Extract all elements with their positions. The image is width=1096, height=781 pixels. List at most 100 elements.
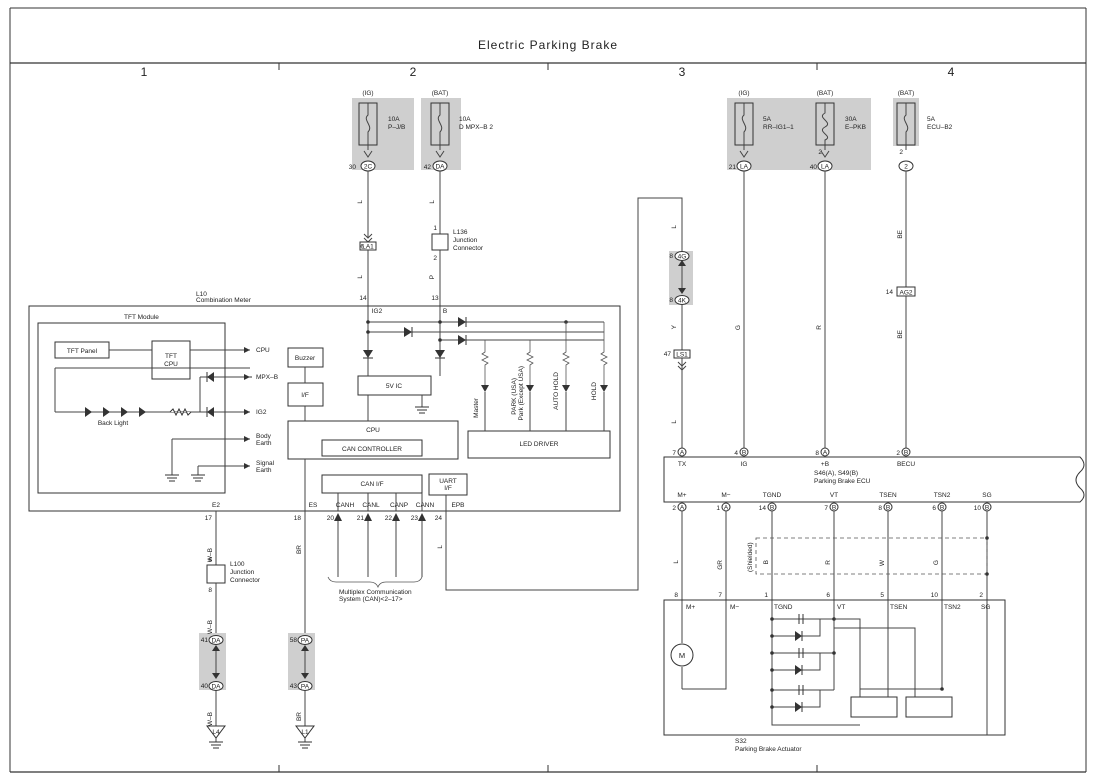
bat-wire	[431, 171, 449, 306]
svg-text:8: 8	[674, 592, 678, 599]
svg-text:10: 10	[974, 505, 982, 512]
meter-pin-canp: CANP	[390, 502, 408, 509]
led-hold-label: HOLD	[591, 382, 598, 400]
buzzer-block: Buzzer	[295, 355, 316, 362]
meter-code: L10	[196, 291, 207, 298]
wire-color: BR	[296, 712, 303, 721]
svg-text:(IG): (IG)	[362, 90, 373, 97]
es-ground-wire	[288, 511, 315, 749]
ecu-bottom-pins	[677, 502, 992, 512]
wire-color: BE	[897, 329, 904, 338]
frame	[9, 7, 1087, 773]
svg-text:System (CAN)<2–17>: System (CAN)<2–17>	[339, 596, 403, 603]
svg-text:DA: DA	[435, 164, 445, 171]
wire-color: W–B	[207, 620, 214, 634]
svg-text:Earth: Earth	[256, 440, 272, 447]
svg-text:43: 43	[290, 683, 298, 690]
fuse-e-pkb: (BAT) 30A E–PKB 2 40	[810, 90, 866, 171]
svg-text:A: A	[724, 505, 729, 512]
wire-color: R	[816, 325, 823, 330]
svg-text:14: 14	[759, 505, 767, 512]
meter-pin-22: 22	[385, 515, 393, 522]
svg-text:CPU: CPU	[164, 361, 178, 368]
uart-if-block: UART	[439, 478, 457, 485]
column-label: 1	[141, 65, 148, 79]
svg-text:(BAT): (BAT)	[432, 90, 449, 97]
meter-pin-20: 20	[327, 515, 335, 522]
wire-color: P	[429, 275, 436, 279]
svg-text:7: 7	[718, 592, 722, 599]
svg-text:A: A	[680, 505, 685, 512]
wire-color: L	[673, 560, 680, 564]
svg-text:6: 6	[826, 592, 830, 599]
actuator-desc: Parking Brake Actuator	[735, 746, 802, 753]
svg-text:40: 40	[201, 683, 209, 690]
meter-pin-ig2: IG2	[372, 308, 383, 315]
svg-text:A: A	[823, 450, 828, 457]
wire-color: R	[825, 560, 832, 565]
wire-color: L	[671, 420, 678, 424]
connector-ls1: LS1	[676, 352, 688, 359]
can-if-block: CAN I/F	[360, 481, 383, 488]
body-earth: Body	[256, 433, 272, 440]
svg-text:B: B	[770, 505, 774, 512]
connector-pin: 6	[360, 244, 364, 251]
connector-pa: PA	[301, 638, 310, 645]
connector-4k: 4K	[678, 298, 687, 305]
meter-pin-21: 21	[357, 515, 365, 522]
svg-text:ECU–B2: ECU–B2	[927, 124, 953, 131]
ecu-pin-becu: BECU	[897, 461, 915, 468]
svg-text:21: 21	[729, 164, 737, 171]
wire-color: L	[429, 200, 436, 204]
tft-cpu-label: TFT	[165, 353, 177, 360]
meter-pin-17: 17	[205, 515, 213, 522]
wire-color: GR	[717, 560, 724, 570]
signal-ig2: IG2	[256, 409, 267, 416]
tft-module-label: TFT Module	[124, 314, 159, 321]
led-master-label: Master	[473, 397, 480, 418]
ecu-pin-b: +B	[821, 461, 829, 468]
svg-text:5A: 5A	[763, 116, 772, 123]
wire-color: G	[933, 560, 940, 565]
svg-text:7: 7	[672, 450, 676, 457]
svg-text:58: 58	[290, 637, 298, 644]
svg-text:42: 42	[424, 164, 432, 171]
svg-text:B: B	[742, 450, 746, 457]
svg-text:6: 6	[932, 505, 936, 512]
act-pin-tgnd: TGND	[774, 604, 793, 611]
parking-brake-ecu	[663, 456, 1085, 503]
svg-text:4: 4	[734, 450, 738, 457]
connector-4g: 4G	[678, 254, 687, 261]
connector-da: DA	[211, 638, 221, 645]
svg-text:Park (Except USA): Park (Except USA)	[518, 366, 525, 421]
meter-pin-canl: CANL	[362, 502, 380, 509]
fuse-connectors: 2C DA LA LA 2	[360, 150, 914, 172]
column-label: 3	[679, 65, 686, 79]
svg-text:7: 7	[824, 505, 828, 512]
connector-la1: LA1	[362, 244, 374, 251]
fuse-p-jb: (IG) 10A P–J/B 30	[349, 90, 414, 171]
svg-text:10: 10	[931, 592, 939, 599]
meter-pin-canh: CANH	[336, 502, 355, 509]
svg-text:30A: 30A	[845, 116, 857, 123]
meter-pin-24: 24	[435, 515, 443, 522]
svg-text:(IG): (IG)	[738, 90, 749, 97]
actuator-code: S32	[735, 738, 747, 745]
connector-pa: PA	[301, 684, 310, 691]
wire-color: L	[671, 225, 678, 229]
combination-meter	[28, 305, 621, 512]
junction-l100: L100	[230, 561, 245, 568]
svg-text:1: 1	[716, 505, 720, 512]
svg-text:8: 8	[669, 297, 673, 304]
ground-l4: L4	[212, 729, 220, 736]
signal-earth: Signal	[256, 460, 275, 467]
svg-text:P–J/B: P–J/B	[388, 124, 405, 131]
svg-text:8: 8	[815, 450, 819, 457]
svg-text:41: 41	[201, 637, 209, 644]
svg-text:D MPX–B 2: D MPX–B 2	[459, 124, 493, 131]
ecu-pin-mplus: M+	[677, 492, 686, 499]
svg-text:A: A	[680, 450, 685, 457]
can-bus-lines	[327, 513, 426, 589]
svg-text:E–PKB: E–PKB	[845, 124, 866, 131]
